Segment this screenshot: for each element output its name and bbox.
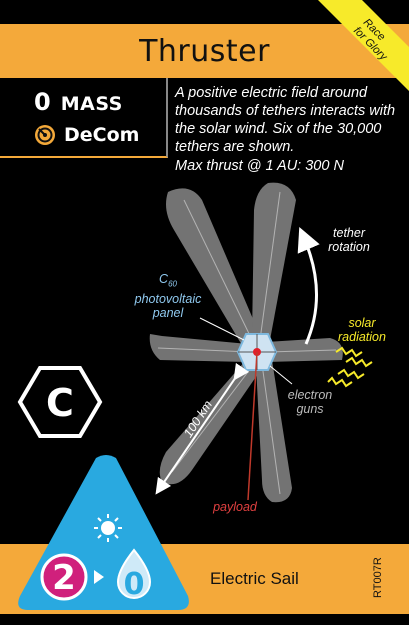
electron-guns-pointer [269, 365, 293, 385]
sun-icon [94, 514, 122, 542]
tether-arm-right [266, 338, 343, 362]
tether-arm-left [149, 334, 248, 362]
type-c-hexagon-icon [17, 366, 103, 438]
panel-label: C60 photovoltaic panel [134, 272, 202, 320]
card-name: Electric Sail [210, 569, 299, 588]
tether-arm-upper-right [252, 182, 296, 340]
payload-label: payload [213, 500, 257, 514]
mass-row: 0 MASS [34, 88, 123, 116]
solar-radiation-rays [327, 346, 373, 388]
decom-icon [35, 125, 55, 145]
decom-label: DeCom [64, 124, 140, 146]
tether-arm-lower-right [256, 360, 292, 503]
stats-box [0, 78, 168, 158]
tether-rotation-arrow [297, 226, 320, 345]
power-output-badge [116, 548, 152, 599]
max-thrust: Max thrust @ 1 AU: 300 N [175, 158, 344, 174]
arrow-right-icon [94, 570, 104, 584]
power-requirement-value: 2 [52, 558, 76, 598]
mass-value: 0 [34, 88, 51, 116]
power-requirement-badge [40, 553, 88, 601]
payload-line [247, 351, 258, 501]
power-output-value: 0 [124, 567, 145, 602]
description: A positive electric field around thousan… [175, 85, 396, 155]
type-symbol: C [46, 381, 74, 425]
card-title: Thruster [139, 34, 270, 69]
decom-row: DeCom [34, 124, 139, 146]
mass-label: MASS [60, 93, 123, 115]
solar-radiation-label: solar radiation [338, 316, 386, 344]
panel-pointer [199, 317, 245, 341]
electron-guns-label: electron guns [287, 388, 333, 416]
scale-arrow [155, 362, 250, 495]
tether-rotation-label: tether rotation [328, 226, 370, 254]
